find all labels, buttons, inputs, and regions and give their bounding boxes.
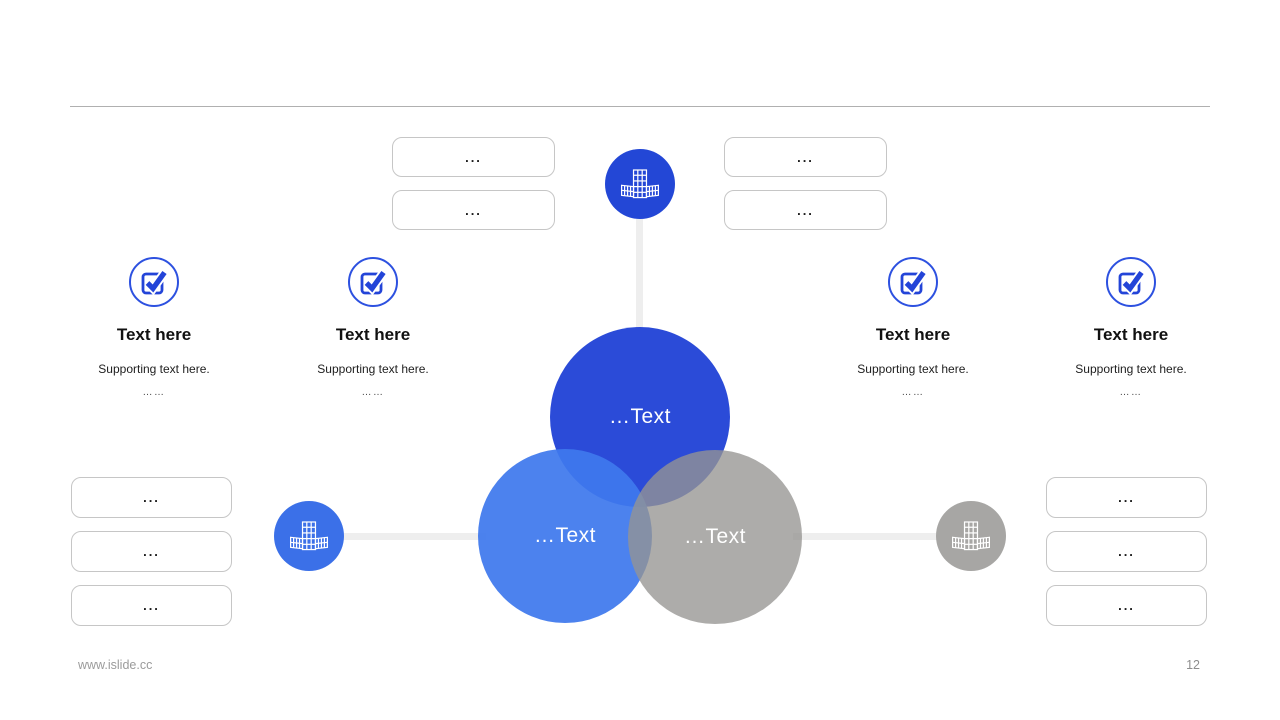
placeholder-box-right-3: ... (1046, 585, 1207, 626)
feature-ellipsis: …… (901, 387, 925, 398)
header-divider (70, 106, 1210, 107)
placeholder-box-left-1: ... (71, 477, 232, 518)
feature-title: Text here (116, 325, 192, 344)
feature-supporting-text: Supporting text here. (98, 362, 210, 376)
connector-top (636, 216, 643, 341)
venn-circle-left: …Text (478, 449, 652, 623)
placeholder-box-right-1: ... (1046, 477, 1207, 518)
venn-circle-right: …Text (628, 450, 802, 624)
feature-supporting-text: Supporting text here. (1075, 362, 1187, 376)
placeholder-box-left-2: ... (71, 531, 232, 572)
feature-column-2: Text here Supporting text here. …… (268, 256, 478, 398)
feature-title: Text here (875, 325, 951, 344)
connector-left (338, 533, 486, 540)
feature-column-3: Text here Supporting text here. …… (808, 256, 1018, 398)
page-number: 12 (1186, 658, 1200, 672)
placeholder-box-top-right-1: ... (724, 137, 887, 177)
feature-supporting-text: Supporting text here. (857, 362, 969, 376)
venn-top-label: …Text (608, 405, 671, 428)
checkbox-icon (887, 256, 939, 308)
building-icon (621, 169, 659, 199)
feature-ellipsis: …… (1119, 387, 1143, 398)
building-icon (290, 521, 328, 551)
checkbox-icon (347, 256, 399, 308)
building-icon (952, 521, 990, 551)
feature-column-1: Text here Supporting text here. …… (49, 256, 259, 398)
feature-column-4: Text here Supporting text here. …… (1026, 256, 1236, 398)
feature-supporting-text: Supporting text here. (317, 362, 429, 376)
feature-ellipsis: …… (142, 387, 166, 398)
checkbox-icon (1105, 256, 1157, 308)
placeholder-box-left-3: ... (71, 585, 232, 626)
placeholder-box-right-2: ... (1046, 531, 1207, 572)
feature-title: Text here (335, 325, 411, 344)
node-right (936, 501, 1006, 571)
connector-right (793, 533, 943, 540)
node-left (274, 501, 344, 571)
node-top (605, 149, 675, 219)
checkbox-icon (128, 256, 180, 308)
venn-left-label: …Text (533, 524, 596, 547)
footer-website: www.islide.cc (78, 658, 153, 672)
placeholder-box-top-left-2: ... (392, 190, 555, 230)
feature-title: Text here (1093, 325, 1169, 344)
placeholder-box-top-left-1: ... (392, 137, 555, 177)
placeholder-box-top-right-2: ... (724, 190, 887, 230)
feature-ellipsis: …… (361, 387, 385, 398)
venn-right-label: …Text (683, 525, 746, 548)
